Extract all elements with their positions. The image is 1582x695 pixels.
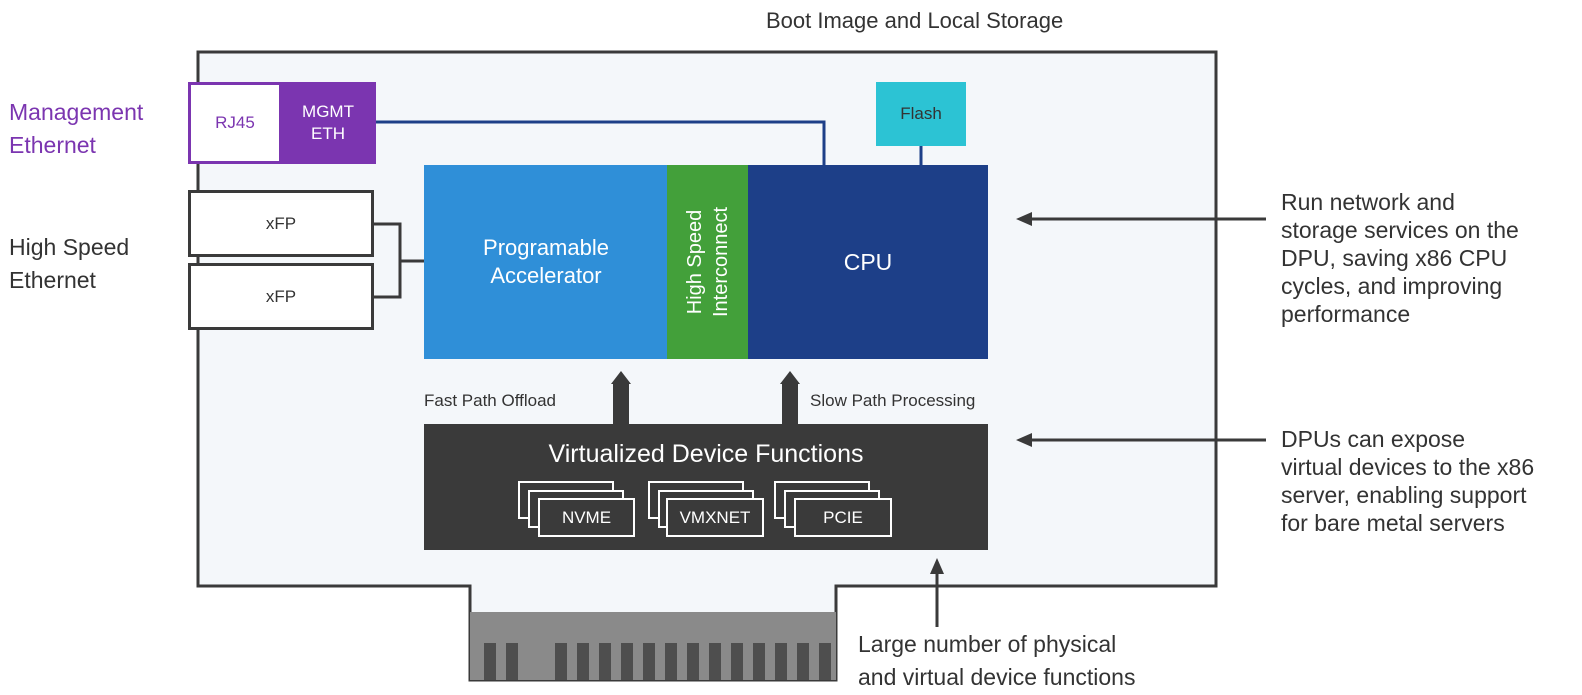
- nvme-card: NVME: [538, 498, 635, 537]
- mgmt-eth-label-line1: MGMT: [302, 102, 354, 121]
- pcie-card: PCIE: [794, 498, 892, 537]
- rj45-label: RJ45: [215, 113, 255, 132]
- vdf-callout-text: DPUs can expose virtual devices to the x…: [1281, 426, 1535, 536]
- vdf-title: Virtualized Device Functions: [548, 440, 864, 468]
- vdf-callout-arrow: [1016, 433, 1266, 447]
- pcie-label: PCIE: [823, 507, 863, 527]
- rj45-port: RJ45: [188, 82, 282, 164]
- xfp-label-2: xFP: [265, 286, 297, 306]
- xfp-port-2: xFP: [188, 263, 374, 330]
- slow-path-arrow: [780, 371, 800, 426]
- cpu-callout-arrow: [1016, 212, 1266, 226]
- fast-path-label: Fast Path Offload: [424, 391, 556, 410]
- flash-label: Flash: [900, 104, 942, 123]
- virtualized-device-functions: Virtualized Device Functions NVME VMXNET…: [424, 424, 988, 550]
- xfp-port-1: xFP: [188, 190, 374, 257]
- cpu-block: CPU: [748, 165, 988, 359]
- high-speed-interconnect: High Speed Interconnect: [667, 165, 749, 359]
- cpu-callout-text: Run network and storage services on the …: [1281, 189, 1519, 327]
- flash-chip: Flash: [876, 82, 966, 146]
- bottom-callout-text: Large number of physical and virtual dev…: [858, 631, 1136, 690]
- accelerator-label-line1: Programable: [483, 235, 609, 260]
- boot-image-title: Boot Image and Local Storage: [766, 8, 1064, 33]
- mgmt-wire: [376, 120, 826, 166]
- interconnect-label-line2: Interconnect: [710, 206, 732, 318]
- nvme-label: NVME: [561, 507, 612, 527]
- vmxnet-label: VMXNET: [679, 507, 751, 527]
- accelerator-label-line2: Accelerator: [490, 263, 602, 288]
- management-ethernet-label: Management Ethernet: [9, 99, 144, 158]
- connector-pins: [484, 643, 831, 680]
- mgmt-eth-label-line2: ETH: [311, 124, 345, 143]
- xfp-label-1: xFP: [265, 213, 297, 233]
- mgmt-eth-port: MGMT ETH: [280, 82, 376, 164]
- slow-path-label: Slow Path Processing: [810, 391, 976, 410]
- programable-accelerator: Programable Accelerator: [424, 165, 668, 359]
- vmxnet-card: VMXNET: [666, 498, 764, 537]
- xfp-wire: [374, 222, 425, 299]
- high-speed-ethernet-label: High Speed Ethernet: [9, 234, 130, 293]
- cpu-label: CPU: [843, 248, 893, 275]
- interconnect-label-line1: High Speed: [684, 209, 706, 315]
- fast-path-arrow: [611, 371, 631, 426]
- bottom-callout-arrow: [930, 558, 944, 627]
